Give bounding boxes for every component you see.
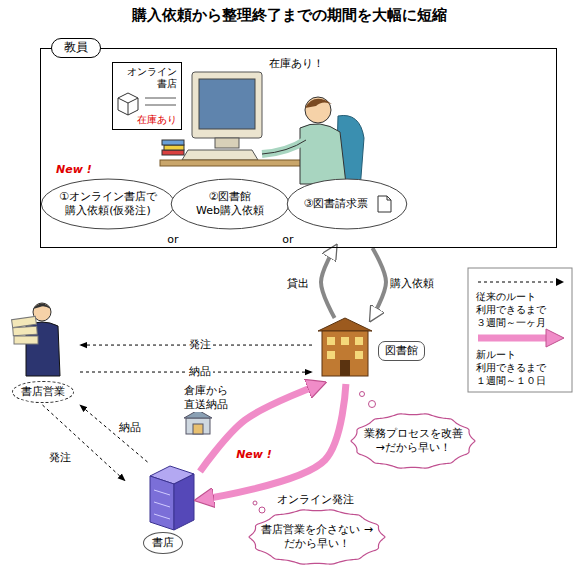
option-text: ③図書請求票 [304, 197, 369, 211]
option-text: ②図書館 Web購入依頼 [180, 190, 280, 219]
dashed-route [80, 405, 148, 462]
edge-label: 倉庫から 直送納品 [179, 384, 233, 413]
node-label: 書店営業 [12, 381, 74, 403]
library-building [318, 318, 372, 376]
agent-node: 書店営業 [5, 295, 80, 405]
agent-figure [12, 303, 60, 376]
page-title: オンライン 書店 [121, 66, 177, 90]
option-ellipse: ②図書館 Web購入依頼 [170, 178, 290, 230]
diagram-title: 購入依頼から整理終了までの期間を大幅に短縮 [0, 6, 578, 26]
warehouse-icon [184, 410, 212, 434]
node-label: 図書館 [378, 341, 425, 361]
option-text: ①オンライン書店で 購入依頼(仮発注) [50, 190, 166, 219]
stock-status: 在庫あり [137, 113, 177, 126]
callout-text: 書店営業を介さない →だから早い！ [258, 523, 376, 552]
text-wrap: 書店営業を介さない →だから早い！ [258, 523, 376, 552]
legend-entry: 新ルート 利用できるまで １週間～１０日 [476, 348, 568, 387]
node-label: 書店 [143, 532, 183, 554]
text-wrap: 業務プロセスを改善 →だから早い！ [360, 427, 466, 456]
new-badge: New ! [234, 448, 274, 462]
request-arrow [372, 248, 386, 318]
edge-label: オンライン発注 [275, 493, 356, 507]
callout-cloud: 業務プロセスを改善 →だから早い！ [350, 412, 476, 470]
stock-note: 在庫あり！ [267, 57, 326, 71]
edge-label: 納品 [187, 365, 213, 379]
request-arrow [321, 248, 335, 318]
text-wrap: ①オンライン書店で 購入依頼(仮発注) [50, 190, 166, 219]
computer [160, 72, 310, 166]
legend-entry: 従来のルート 利用できるまで ３週間～一ヶ月 [476, 290, 568, 329]
group-tab: 教員 [51, 38, 101, 58]
new-badge: New ! [56, 163, 92, 177]
group-box: 教員オンライン 書店在庫ありNew !①オンライン書店で 購入依頼(仮発注)②図… [40, 48, 557, 248]
text-wrap: ③図書請求票 [304, 197, 391, 211]
cube-icon [118, 93, 138, 115]
text-wrap: ②図書館 Web購入依頼 [180, 190, 280, 219]
teacher-figure [262, 97, 364, 190]
web-page-box: オンライン 書店在庫あり [112, 62, 182, 130]
edge-label: 発注 [187, 338, 213, 352]
callout-text: 業務プロセスを改善 →だから早い！ [360, 427, 466, 456]
library-node: 図書館 [312, 318, 425, 384]
edge-label: 納品 [117, 421, 143, 435]
page-lines [145, 98, 176, 105]
edge-label: 購入依頼 [388, 277, 436, 291]
or-label: or [280, 233, 295, 247]
callout-cloud: 書店営業を介さない →だから早い！ [248, 508, 386, 566]
store-node: 書店 [125, 462, 200, 556]
or-label: or [165, 233, 180, 247]
form-icon [378, 196, 391, 212]
legend-frame [468, 268, 572, 392]
option-ellipse: ③図書請求票 [286, 178, 408, 230]
edge-label: 発注 [47, 451, 73, 465]
dashed-route [43, 405, 126, 481]
option-ellipse: New !①オンライン書店で 購入依頼(仮発注) [40, 178, 176, 230]
edge-label: 貸出 [285, 277, 311, 291]
store-building [150, 466, 194, 530]
books [162, 140, 184, 155]
